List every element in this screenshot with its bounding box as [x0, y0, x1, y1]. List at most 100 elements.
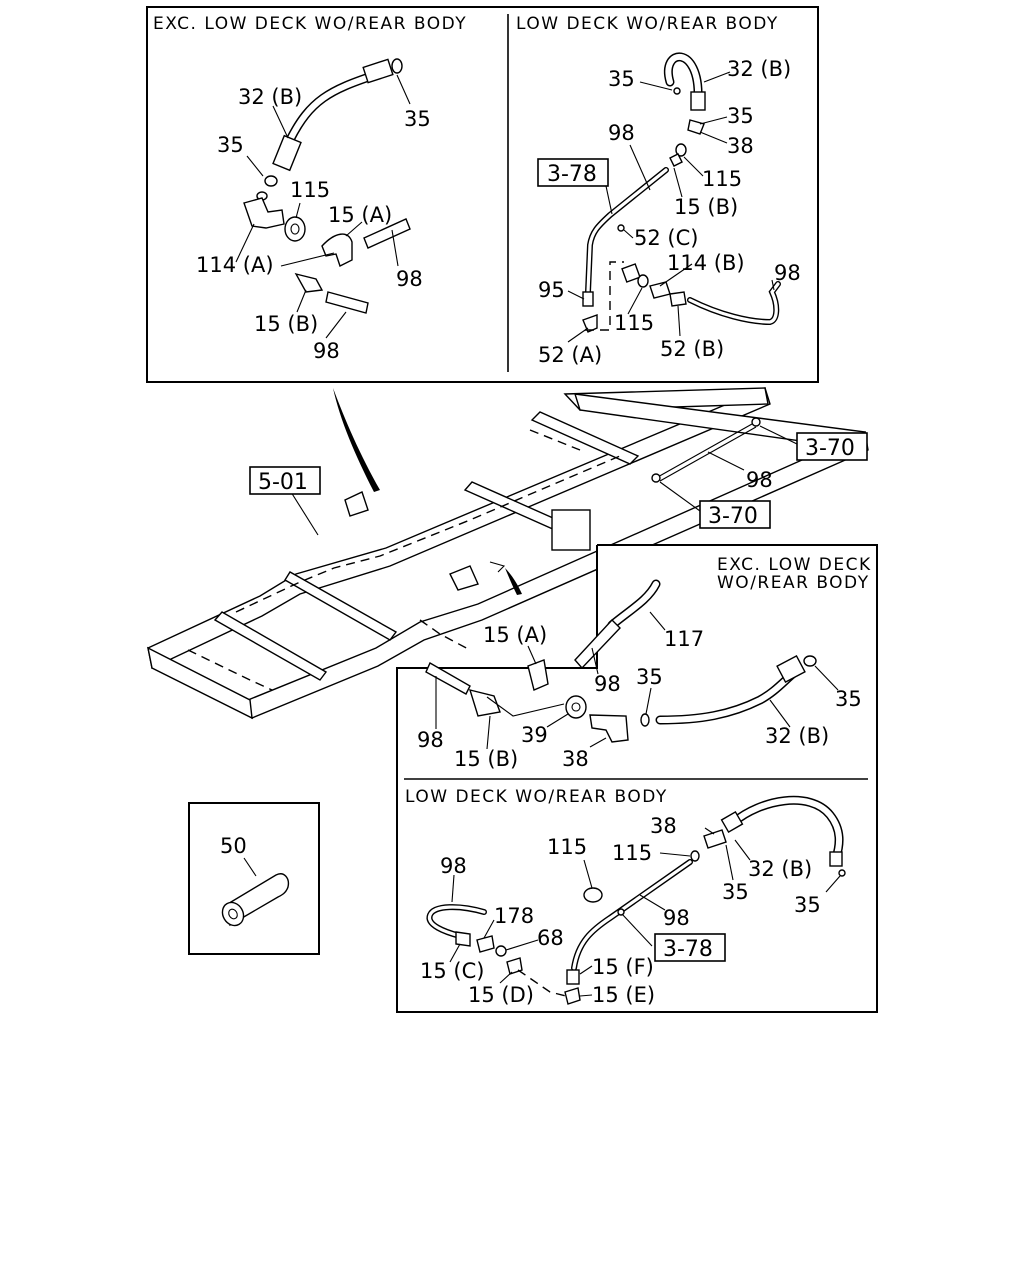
fitting-178: [476, 935, 495, 953]
nut-115: [675, 143, 687, 157]
label-98: 98: [313, 339, 340, 363]
washer-35-end: [838, 869, 846, 877]
elbow-15a: [321, 233, 353, 267]
frame-bracket: [551, 509, 591, 551]
label-52a: 52 (A): [538, 343, 602, 367]
fitting-95: [582, 291, 594, 307]
label-32b: 32 (B): [765, 724, 829, 748]
label-98: 98: [746, 468, 773, 492]
washer-35: [640, 713, 650, 727]
mid-right-title-line1: EXC. LOW DECK: [717, 555, 872, 575]
elbow-114a: [243, 197, 285, 229]
label-35: 35: [835, 687, 862, 711]
label-15b: 15 (B): [674, 195, 738, 219]
zoom-pointer-mid: [505, 568, 522, 595]
label-38: 38: [650, 814, 677, 838]
label-50: 50: [220, 834, 247, 858]
washer-35: [673, 87, 681, 95]
elbow-38: [589, 714, 629, 743]
label-115: 115: [612, 841, 652, 865]
label-15d: 15 (D): [468, 983, 534, 1007]
mid-right-leaders: [435, 611, 839, 750]
label-35: 35: [727, 104, 754, 128]
hose-fitting-32b: [776, 654, 806, 684]
label-114b: 114 (B): [667, 251, 745, 275]
connector-15c: [455, 931, 471, 947]
frame-refs: 5-01 3-70 3-70 98: [249, 432, 868, 529]
label-15e: 15 (E): [592, 983, 655, 1007]
top-right-leaders: [567, 71, 775, 343]
ref-5-01: 5-01: [258, 470, 308, 495]
fitting-15f: [566, 969, 580, 985]
label-35: 35: [608, 67, 635, 91]
label-98: 98: [608, 121, 635, 145]
hose-end-32b: [272, 134, 302, 172]
nut-115-upper: [690, 850, 700, 862]
label-115: 115: [547, 835, 587, 859]
label-98: 98: [440, 854, 467, 878]
bottom-right-title: LOW DECK WO/REAR BODY: [405, 787, 668, 807]
ref-3-70-upper: 3-70: [805, 436, 855, 461]
top-left-labels: 32 (B) 35 35 115 15 (A) 114 (A) 98 15 (B…: [196, 85, 431, 363]
union-38: [703, 829, 727, 849]
label-115: 115: [702, 167, 742, 191]
ref-3-78-top: 3-78: [547, 162, 597, 187]
label-178: 178: [494, 904, 534, 928]
label-98: 98: [774, 261, 801, 285]
bottom-right-ref: 3-78: [654, 933, 726, 962]
pipe-98-left: [425, 662, 471, 695]
label-35: 35: [722, 880, 749, 904]
label-38: 38: [562, 747, 589, 771]
label-115: 115: [290, 178, 330, 202]
top-left-leaders: [235, 74, 411, 339]
top-right-drawing: [582, 52, 781, 333]
nut-39: [565, 695, 587, 719]
hose-end-32b: [690, 91, 706, 111]
label-35: 35: [404, 107, 431, 131]
washer-35-left: [264, 175, 278, 187]
inset-panel-50: 50: [188, 802, 320, 955]
elbow-15a: [527, 659, 549, 691]
nut-52c: [621, 263, 641, 283]
label-114a: 114 (A): [196, 253, 274, 277]
connector-15b: [294, 272, 324, 293]
pipe-98: [574, 618, 621, 670]
label-32b: 32 (B): [238, 85, 302, 109]
top-panel: EXC. LOW DECK WO/REAR BODY LOW DECK WO/R…: [146, 6, 819, 383]
label-95: 95: [538, 278, 565, 302]
hose-end-32b: [829, 851, 843, 867]
label-15b: 15 (B): [254, 312, 318, 336]
top-left-title: EXC. LOW DECK WO/REAR BODY: [153, 14, 467, 34]
label-98: 98: [663, 906, 690, 930]
top-right-labels: 35 32 (B) 35 38 98 115 15 (B) 52 (C) 114…: [538, 57, 801, 367]
label-52b: 52 (B): [660, 337, 724, 361]
label-15a: 15 (A): [483, 623, 547, 647]
label-15f: 15 (F): [592, 955, 654, 979]
nut-115: [284, 216, 306, 242]
washer-35-right: [391, 58, 403, 74]
ref-3-70-lower: 3-70: [708, 504, 758, 529]
bottom-right-labels: 38 115 115 32 (B) 35 35 98 98 178 68 15 …: [420, 814, 821, 1007]
label-15c: 15 (C): [420, 959, 484, 983]
label-32b: 32 (B): [727, 57, 791, 81]
top-right-title: LOW DECK WO/REAR BODY: [516, 14, 779, 34]
nut-115: [583, 887, 603, 903]
connector-52b: [669, 291, 687, 307]
bottom-right-leaders: [449, 827, 841, 997]
connector-15b: [669, 153, 683, 167]
pipe-98-upper: [363, 218, 411, 249]
washer-35-end: [803, 655, 817, 667]
label-52c: 52 (C): [634, 226, 698, 250]
top-left-drawing: [243, 58, 411, 314]
mid-right-drawing: [425, 579, 817, 743]
ref-3-78-bottom: 3-78: [663, 937, 713, 962]
label-98: 98: [396, 267, 423, 291]
tee-15e: [564, 987, 581, 1005]
mid-right-panel: EXC. LOW DECK WO/REAR BODY: [396, 544, 878, 1013]
label-115: 115: [614, 311, 654, 335]
nut-115: [637, 274, 649, 288]
label-32b: 32 (B): [748, 857, 812, 881]
label-98: 98: [594, 672, 621, 696]
hose-fitting-32b: [720, 810, 744, 834]
